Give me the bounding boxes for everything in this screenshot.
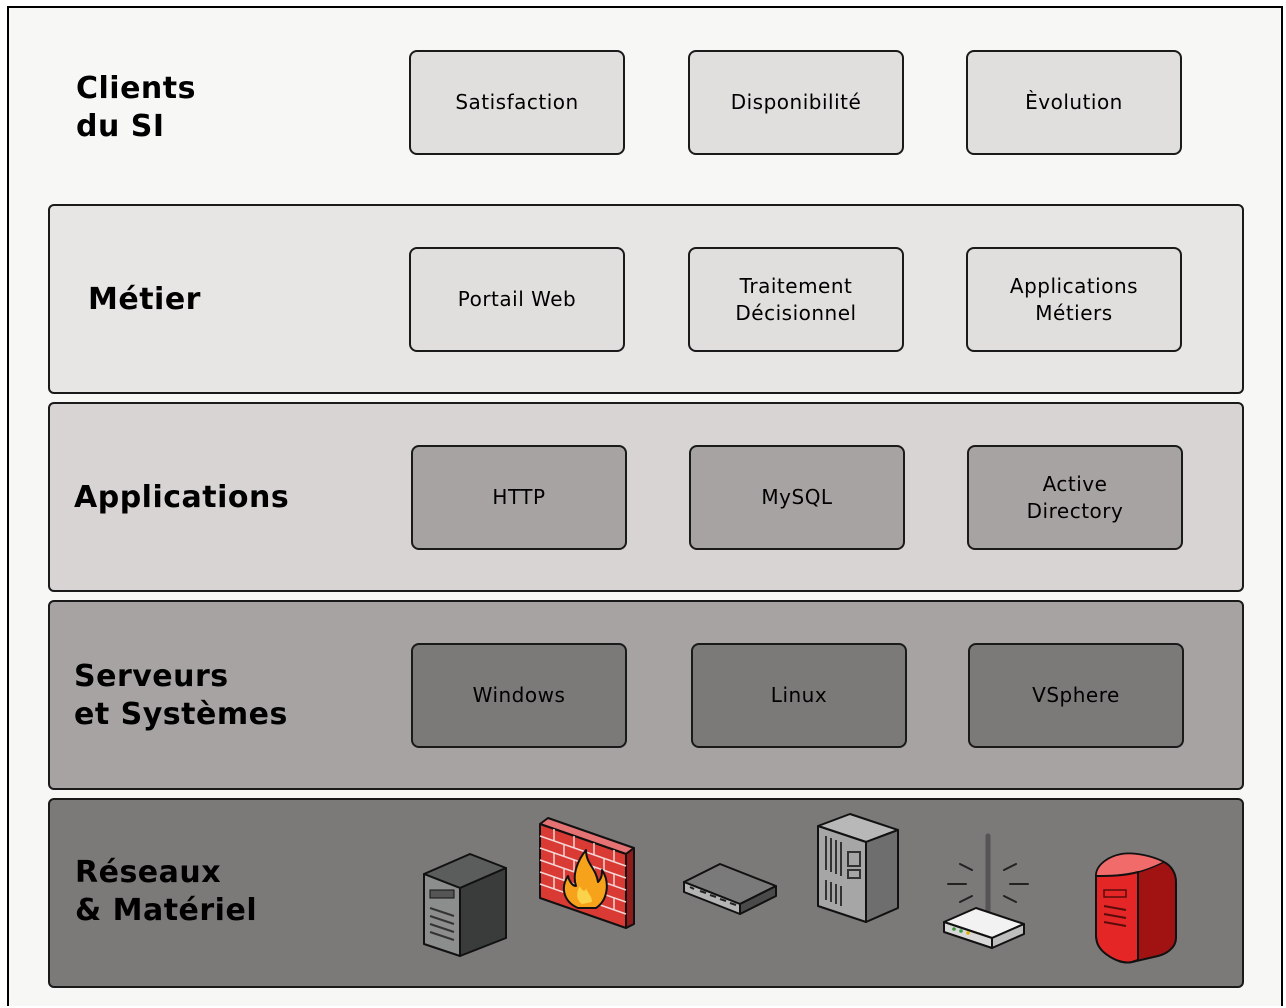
box-portail-web: Portail Web: [409, 247, 625, 352]
wireless-router-icon: [943, 833, 1029, 949]
box-disponibilite: Disponibilité: [688, 50, 904, 155]
box-mysql: MySQL: [689, 445, 905, 550]
box-vsphere: VSphere: [968, 643, 1184, 748]
box-active-directory: Active Directory: [967, 445, 1183, 550]
layer-metier-title: Métier: [88, 282, 201, 317]
red-server-icon: [1095, 852, 1177, 964]
box-applications-metiers: Applications Métiers: [966, 247, 1182, 352]
layer-serveurs: Serveurs et Systèmes Windows Linux VSphe…: [48, 600, 1244, 790]
box-traitement-decisionnel: Traitement Décisionnel: [688, 247, 904, 352]
diagram-canvas: Clients du SI Satisfaction Disponibilité…: [7, 6, 1283, 1006]
box-evolution: Èvolution: [966, 50, 1182, 155]
network-switch-icon: [683, 863, 777, 915]
box-satisfaction: Satisfaction: [409, 50, 625, 155]
box-http: HTTP: [411, 445, 627, 550]
rack-server-icon: [817, 813, 899, 923]
layer-applications: Applications HTTP MySQL Active Directory: [48, 402, 1244, 592]
layer-reseaux: Réseaux & Matériel: [48, 798, 1244, 988]
layer-applications-title: Applications: [74, 480, 290, 515]
server-tower-icon: [423, 853, 507, 957]
layer-clients-title: Clients du SI: [76, 71, 196, 144]
box-linux: Linux: [691, 643, 907, 748]
layer-reseaux-title: Réseaux & Matériel: [75, 855, 258, 928]
box-windows: Windows: [411, 643, 627, 748]
layer-serveurs-title: Serveurs et Systèmes: [74, 659, 288, 732]
layer-metier: Métier Portail Web Traitement Décisionne…: [48, 204, 1244, 394]
firewall-icon: [539, 817, 635, 929]
